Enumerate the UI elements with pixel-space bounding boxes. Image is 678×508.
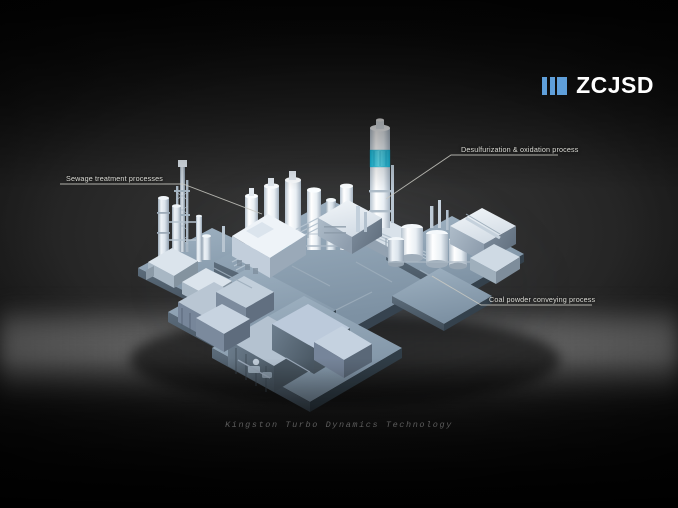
annotation-label-desulfurization: Desulfurization & oxidation process xyxy=(461,145,579,154)
background-horizon-side-glow xyxy=(0,320,678,380)
watermark-text: Kingston Turbo Dynamics Technology xyxy=(225,420,453,430)
brand-name: ZCJSD xyxy=(576,72,654,98)
annotation-label-sewage: Sewage treatment processes xyxy=(66,174,163,183)
three-bars-icon xyxy=(542,76,568,95)
annotation-label-coal: Coal powder conveying process xyxy=(489,295,596,304)
brand-logo: ZCJSD xyxy=(542,74,654,97)
